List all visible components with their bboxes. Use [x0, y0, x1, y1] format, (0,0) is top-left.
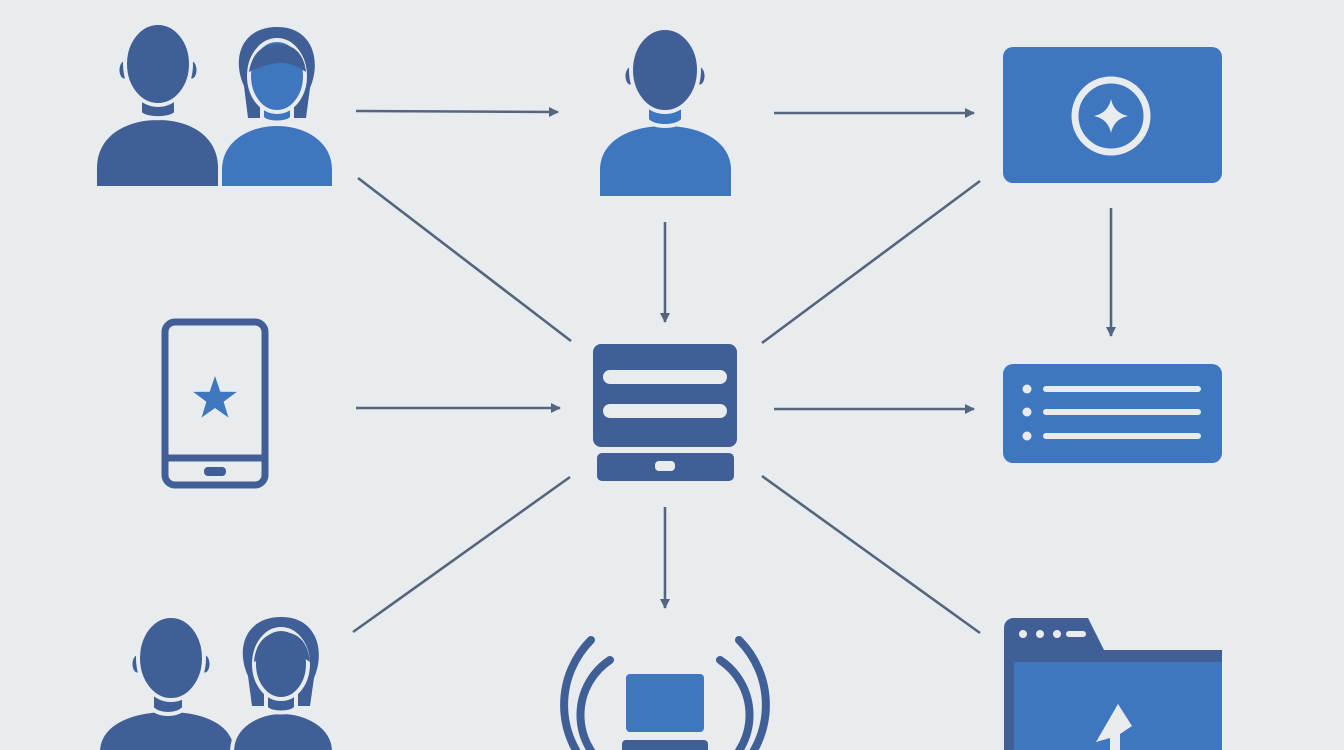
- woman-icon: [218, 26, 336, 190]
- smartphone-star-icon: [161, 318, 269, 489]
- people-pair-icon: [97, 21, 336, 190]
- man-icon: [97, 21, 218, 186]
- edge-central-server-to-browser-window: [761, 474, 981, 635]
- edge-user-group-top-to-central-server: [357, 176, 572, 343]
- man-icon: [100, 614, 234, 750]
- sparkle-icon: [1094, 99, 1128, 133]
- edge-media-panel-to-central-server: [761, 179, 981, 345]
- woman-icon: [230, 616, 336, 750]
- sparkle-panel-icon: [1003, 47, 1222, 183]
- edge-user-group-bottom-to-central-server: [352, 475, 571, 634]
- star-icon: [193, 376, 237, 418]
- list-icon: [1003, 364, 1222, 463]
- cursor-icon: [1096, 704, 1132, 750]
- wireless-signal-icon: [560, 636, 770, 750]
- user-icon: [600, 26, 731, 196]
- edges: [352, 106, 1116, 635]
- browser-cursor-icon: [1004, 618, 1222, 750]
- edge-user-group-top-to-single-user: [355, 106, 559, 117]
- people-pair-icon: [100, 614, 336, 750]
- device-screen: [626, 674, 704, 732]
- server-icon: [593, 344, 737, 481]
